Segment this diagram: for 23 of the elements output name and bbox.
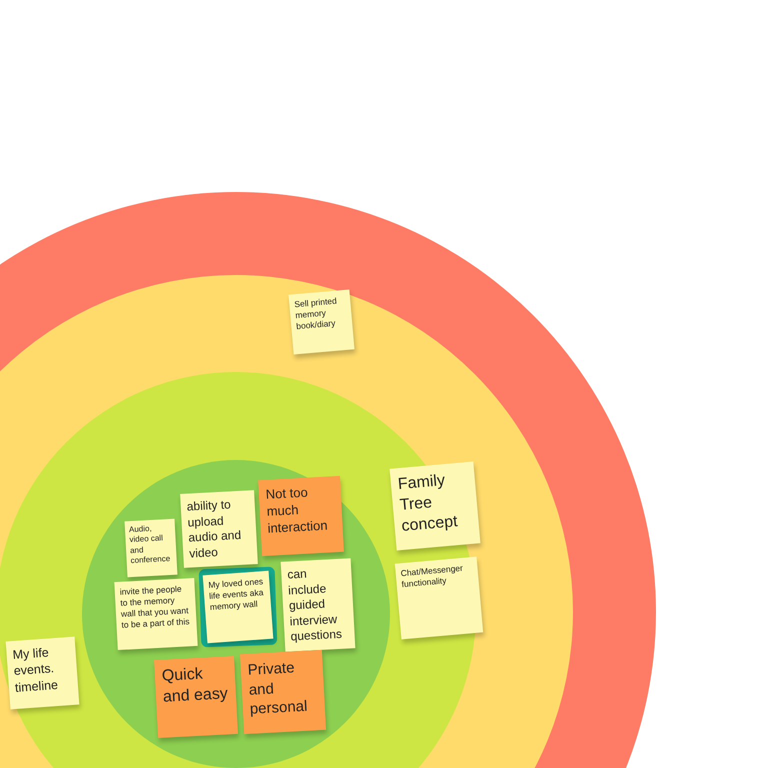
note-text: Family Tree concept	[397, 471, 460, 537]
sticky-note	[240, 650, 326, 734]
note-text: Not too much interaction	[265, 484, 329, 538]
sticky-note	[114, 578, 198, 650]
note-text: Chat/Messenger functionality	[400, 562, 464, 590]
sticky-note	[394, 556, 484, 640]
note-text: My loved ones life events aka memory wall	[208, 576, 265, 614]
sticky-note	[288, 289, 354, 355]
sticky-note	[6, 636, 80, 710]
sticky-note	[124, 518, 178, 578]
sticky-note	[280, 558, 356, 652]
sticky-note	[154, 656, 238, 738]
note-text: can include guided interview questions	[287, 566, 344, 646]
note-text: Audio, video call and conference	[128, 522, 172, 567]
sticky-note	[180, 490, 258, 568]
note-text: Quick and easy	[161, 664, 230, 708]
sticky-note	[258, 476, 344, 556]
note-text: My life events. timeline	[12, 644, 60, 696]
sticky-note	[390, 462, 480, 550]
note-text: ability to upload audio and video	[186, 496, 242, 562]
note-text: Sell printed memory book/diary	[294, 294, 338, 332]
note-text: Private and personal	[247, 658, 309, 720]
note-text: invite the people to the memory wall that you want to be a part of this	[120, 583, 191, 631]
